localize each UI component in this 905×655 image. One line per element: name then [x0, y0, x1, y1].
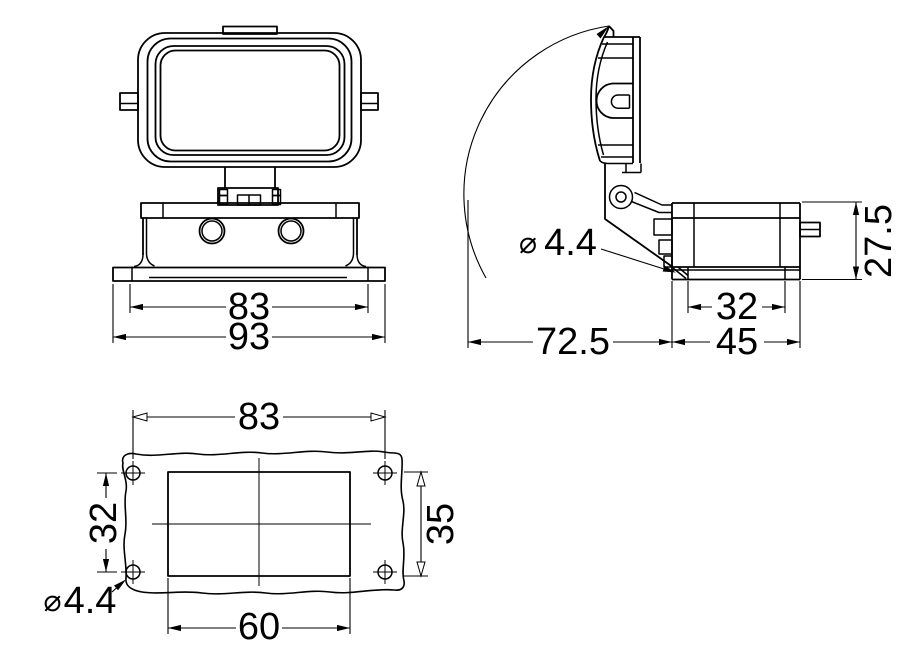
front-base-housing — [112, 202, 386, 282]
dim-panel-cutout-height: 35 — [420, 503, 462, 545]
dim-panel-hole-spacing-y: 32 — [83, 502, 125, 544]
side-swing-arc — [463, 25, 610, 279]
front-coupling — [217, 167, 282, 206]
dim-side-base-height: 27.5 — [858, 204, 900, 278]
dim-front-hole-spacing: 83 — [228, 286, 270, 328]
side-open-cover — [590, 25, 641, 165]
side-dimensions: ⌀4.4 72.5 45 32 27.5 — [467, 200, 900, 363]
front-view: 83 93 — [112, 25, 386, 358]
panel-cutout-view: 83 32 35 60 ⌀4.4 — [44, 396, 462, 648]
front-screw-hole — [277, 217, 305, 245]
diameter-symbol: ⌀ — [44, 585, 62, 618]
dim-side-hole-diameter: ⌀4.4 — [519, 222, 597, 264]
diameter-symbol: ⌀ — [519, 227, 537, 260]
dim-panel-hole-spacing-x: 83 — [238, 396, 280, 438]
panel-dimensions: 83 32 35 60 ⌀4.4 — [44, 396, 462, 648]
dim-panel-cutout-width: 60 — [238, 606, 280, 648]
panel-break-outline — [121, 450, 405, 595]
side-hinge-pin — [615, 191, 627, 203]
side-base-housing — [653, 202, 821, 281]
panel-mounting-holes — [121, 461, 397, 584]
front-cover-outline — [119, 25, 379, 168]
side-flange — [671, 266, 801, 281]
dim-front-flange-width: 93 — [228, 316, 270, 358]
dim-side-swing-clearance: 72.5 — [536, 321, 610, 363]
front-dimensions: 83 93 — [112, 284, 386, 358]
front-screw-hole — [198, 217, 226, 245]
side-hinge — [604, 163, 673, 268]
side-view: ⌀4.4 72.5 45 32 27.5 — [463, 25, 900, 363]
panel-centerlines — [152, 458, 371, 586]
front-flange — [112, 266, 386, 282]
dim-panel-hole-diameter: ⌀4.4 — [44, 580, 117, 622]
dim-side-hole-spacing: 32 — [716, 286, 758, 328]
side-latch-lever — [595, 82, 633, 119]
dim-side-base-width: 45 — [716, 321, 758, 363]
